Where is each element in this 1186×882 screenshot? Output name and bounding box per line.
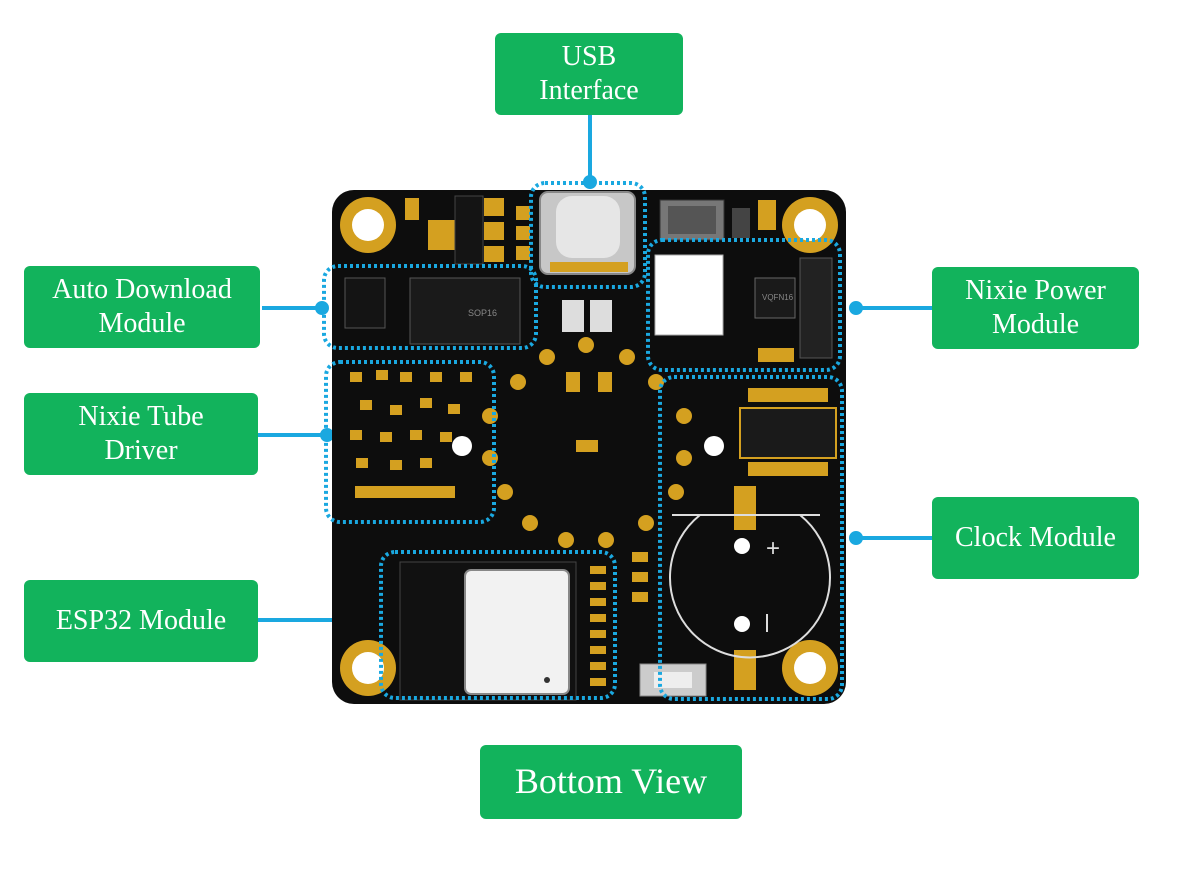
highlight-regions xyxy=(322,181,844,701)
label-nixie-power-module: Nixie Power Module xyxy=(932,267,1139,349)
label-nixie-power-line1: Nixie Power xyxy=(965,275,1106,307)
region-nixie-power xyxy=(646,238,842,372)
svg-text:+: + xyxy=(766,535,780,562)
sop16-chip-text: SOP16 xyxy=(468,308,497,318)
esp32-shield xyxy=(464,569,570,695)
label-auto-download-module: Auto Download Module xyxy=(24,266,260,348)
region-esp32 xyxy=(379,550,617,700)
label-clock-text: Clock Module xyxy=(955,522,1116,554)
caption-bottom-view: Bottom View xyxy=(480,745,742,819)
label-clock-module: Clock Module xyxy=(932,497,1139,579)
region-usb xyxy=(529,181,647,289)
label-nixie-tube-driver: Nixie Tube Driver xyxy=(24,393,258,475)
label-auto-download-line1: Auto Download xyxy=(52,274,232,306)
label-usb-line2: Interface xyxy=(539,75,639,106)
caption-text: Bottom View xyxy=(514,761,708,802)
gold-pads xyxy=(482,337,692,548)
vqfn16-chip-text: VQFN16 xyxy=(762,293,794,302)
label-nixie-driver-line1: Nixie Tube xyxy=(78,401,204,433)
region-nixie-driver xyxy=(324,360,496,524)
label-usb-line1: USB xyxy=(561,41,617,73)
label-esp32-module: ESP32 Module xyxy=(24,580,258,662)
label-esp32-text: ESP32 Module xyxy=(55,605,227,637)
label-nixie-power-line2: Module xyxy=(991,309,1080,340)
label-nixie-driver-line2: Driver xyxy=(104,435,178,466)
region-auto-download xyxy=(322,264,538,350)
label-auto-download-line2: Module xyxy=(98,308,186,339)
label-usb-interface: USB Interface xyxy=(495,33,683,115)
